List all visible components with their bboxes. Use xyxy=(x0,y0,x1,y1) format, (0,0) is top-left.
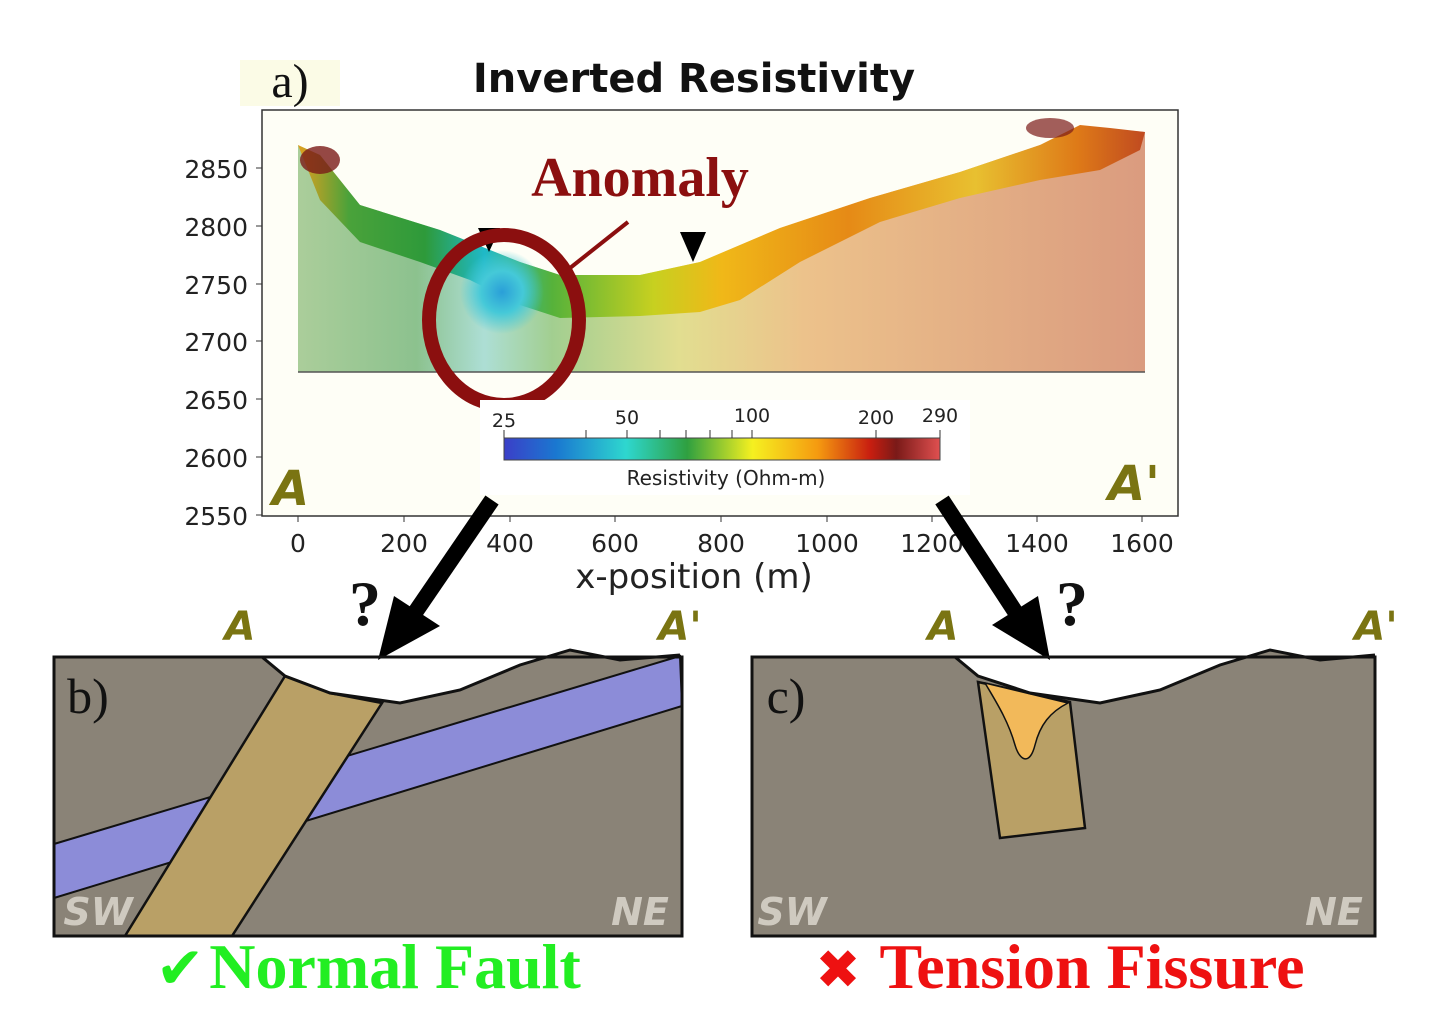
panel-a: a) Inverted Resistivity Anomaly xyxy=(184,55,1179,597)
x-tick-label: 400 xyxy=(486,529,534,558)
panel-c-label: c) xyxy=(767,668,806,724)
colorbar-gradient xyxy=(503,437,941,461)
y-tick-label: 2600 xyxy=(184,444,248,473)
x-tick-label: 1600 xyxy=(1110,529,1174,558)
x-tick-label: 600 xyxy=(591,529,639,558)
y-tick-label: 2800 xyxy=(184,213,248,242)
arrow-right-shaft xyxy=(935,495,1023,618)
arrow-left-head xyxy=(378,596,440,660)
colorbar-tick-label: 25 xyxy=(492,410,516,432)
caption-tension-fissure: Tension Fissure xyxy=(879,931,1304,1002)
colorbar-label: Resistivity (Ohm-m) xyxy=(627,466,826,490)
fissure-infill xyxy=(983,681,1071,760)
direction-sw: SW xyxy=(757,890,828,934)
y-tick-label: 2750 xyxy=(184,271,248,300)
y-tick-label: 2700 xyxy=(184,328,248,357)
plot-title: Inverted Resistivity xyxy=(473,56,915,102)
cross-icon: ✖ xyxy=(815,938,860,1001)
marker-a: A xyxy=(268,461,309,517)
electrode-marker xyxy=(680,232,706,262)
direction-sw: SW xyxy=(63,890,134,934)
direction-ne: NE xyxy=(611,890,669,934)
colorbar-tick-label: 290 xyxy=(922,405,958,427)
arrow-right-head xyxy=(992,596,1050,660)
x-axis-label: x-position (m) xyxy=(575,557,813,597)
panel-a-label: a) xyxy=(271,55,308,108)
check-icon: ✔ xyxy=(156,934,205,1002)
anomaly-label: Anomaly xyxy=(531,147,749,209)
question-mark-right: ? xyxy=(1056,568,1088,639)
caption-normal-fault: Normal Fault xyxy=(209,931,581,1002)
anomaly-pointer xyxy=(563,220,630,274)
marker-a-prime: A' xyxy=(1351,604,1397,650)
ground-surface xyxy=(54,648,681,705)
marker-a: A xyxy=(925,604,959,650)
panel-c-frame xyxy=(750,655,1377,938)
x-tick-label: 0 xyxy=(290,529,306,558)
panel-c: A A' c) SW NE ✖ Tension Fissure xyxy=(750,604,1398,1002)
colorbar-tick-label: 50 xyxy=(615,407,639,429)
panel-b: A A' b) SW NE ✔ Normal Fault xyxy=(52,604,702,1002)
panel-b-label: b) xyxy=(67,668,109,724)
x-tick-label: 200 xyxy=(380,529,428,558)
y-axis: 2850 2800 2750 2700 2650 2600 2550 xyxy=(184,155,262,531)
colorbar-tick-label: 100 xyxy=(734,405,770,427)
x-tick-label: 1200 xyxy=(900,529,964,558)
marker-a-prime: A' xyxy=(655,604,701,650)
high-resistivity-spot xyxy=(300,146,340,174)
x-axis: 0 200 400 600 800 1000 1200 1400 1600 x-… xyxy=(290,516,1174,597)
colorbar-tick-label: 200 xyxy=(858,407,894,429)
y-tick-label: 2650 xyxy=(184,386,248,415)
panel-a-label-bg xyxy=(240,60,340,106)
y-tick-label: 2550 xyxy=(184,502,248,531)
marker-a: A xyxy=(222,604,256,650)
marker-a-prime: A' xyxy=(1104,456,1160,512)
x-tick-label: 1400 xyxy=(1005,529,1069,558)
colorbar: 25 50 100 200 290 Resistivity (Ohm-m) xyxy=(480,400,970,495)
x-tick-label: 800 xyxy=(697,529,745,558)
ground-surface xyxy=(752,648,1376,705)
direction-ne: NE xyxy=(1305,890,1363,934)
arrow-left-shaft xyxy=(405,495,499,622)
panel-b-frame xyxy=(52,655,684,938)
interpretation-arrows: ? ? xyxy=(349,495,1088,660)
low-resistivity-zone xyxy=(460,250,544,334)
high-resistivity-spot xyxy=(1026,118,1074,138)
x-tick-label: 1000 xyxy=(795,529,859,558)
y-tick-label: 2850 xyxy=(184,155,248,184)
question-mark-left: ? xyxy=(349,568,381,639)
